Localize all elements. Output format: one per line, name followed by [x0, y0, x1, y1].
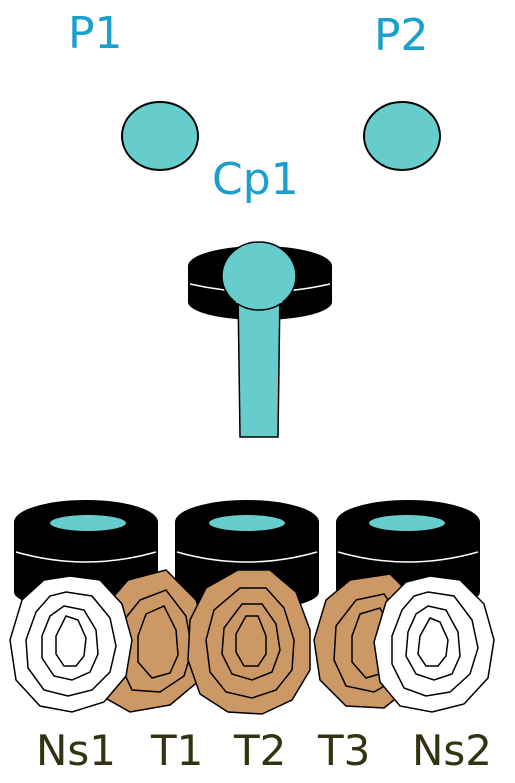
label-ns2: Ns2 — [412, 730, 492, 772]
label-t1: T1 — [151, 730, 203, 772]
ns2-shape — [374, 576, 494, 712]
p1-circle — [122, 102, 198, 170]
t2-shape — [188, 570, 310, 714]
label-cp1: Cp1 — [212, 158, 299, 202]
p2-circle — [364, 102, 440, 170]
ns1-shape — [10, 576, 132, 712]
cp1-pin — [222, 242, 296, 437]
label-ns1: Ns1 — [36, 730, 116, 772]
label-p1: P1 — [68, 12, 123, 56]
label-p2: P2 — [374, 14, 429, 58]
label-t2: T2 — [234, 730, 286, 772]
label-t3: T3 — [318, 730, 370, 772]
